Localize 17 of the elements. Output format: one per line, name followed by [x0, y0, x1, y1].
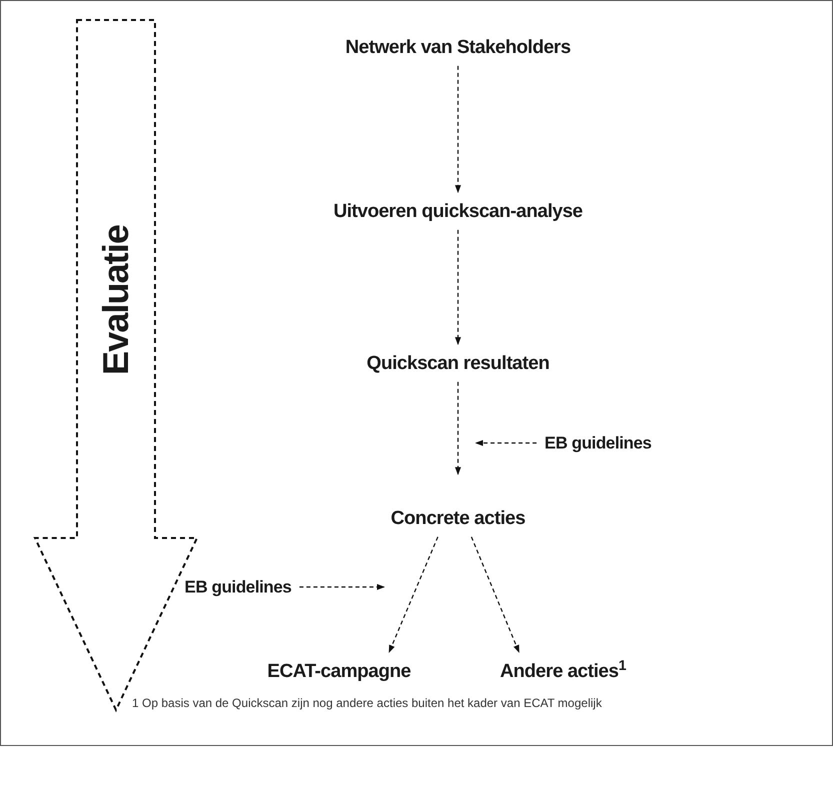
step-label: EB guidelines	[544, 432, 652, 454]
arrow	[455, 66, 461, 194]
step-label: ECAT-campagne	[267, 660, 411, 684]
footnote: 1 Op basis van de Quickscan zijn nog andere acties buiten het kader van ECAT mogelijk	[132, 695, 602, 712]
arrow	[455, 230, 461, 346]
vertical-heading: Evaluatie	[94, 225, 137, 375]
step-label: Concrete acties	[390, 507, 526, 531]
step-label: Quickscan resultaten	[366, 352, 550, 376]
arrow	[470, 536, 520, 654]
step-label: EB guidelines	[184, 576, 292, 598]
arrow	[455, 382, 461, 476]
arrow	[388, 536, 438, 654]
arrow	[299, 584, 385, 590]
step-label: Uitvoeren quickscan-analyse	[333, 200, 583, 224]
step-label: Netwerk van Stakeholders	[345, 36, 571, 60]
arrow	[475, 440, 537, 446]
step-label: Andere acties$^{1}$	[500, 660, 626, 684]
